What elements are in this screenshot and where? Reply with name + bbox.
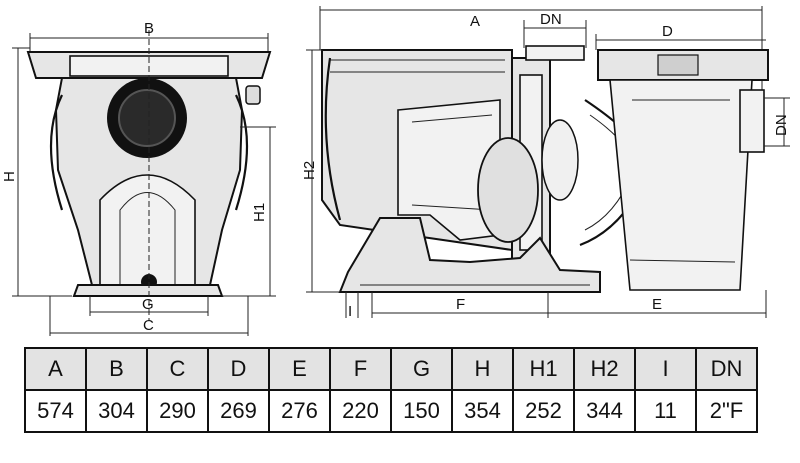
header-cell-h2: H2 [573,347,636,391]
header-cell-d: D [207,347,270,391]
value-cell-c: 290 [146,389,209,433]
label-g: G [142,296,154,313]
label-f: F [456,296,465,313]
header-cell-e: E [268,347,331,391]
header-cell-b: B [85,347,148,391]
label-a: A [470,13,480,30]
value-cell-d: 269 [207,389,270,433]
header-cell-a: A [24,347,87,391]
dimensions-table: A B C D E F G H H1 H2 I DN 574 304 290 2… [24,347,758,433]
header-cell-dn: DN [695,347,758,391]
value-cell-dn: 2"F [695,389,758,433]
header-cell-i: I [634,347,697,391]
value-cell-h2: 344 [573,389,636,433]
label-dn-top: DN [540,11,562,28]
value-cell-h1: 252 [512,389,575,433]
header-cell-g: G [390,347,453,391]
value-cell-f: 220 [329,389,392,433]
label-b: B [144,20,154,37]
header-cell-c: C [146,347,209,391]
label-c: C [143,317,154,334]
label-e: E [652,296,662,313]
label-i: I [348,303,352,320]
side-view [306,6,790,318]
header-cell-h: H [451,347,514,391]
value-cell-e: 276 [268,389,331,433]
label-dn-side: DN [773,114,790,136]
table-value-row: 574 304 290 269 276 220 150 354 252 344 … [24,389,758,433]
pump-technical-drawing: B H H1 G C A DN D DN H2 F E I [1,6,790,336]
header-cell-f: F [329,347,392,391]
value-cell-b: 304 [85,389,148,433]
table-header-row: A B C D E F G H H1 H2 I DN [24,347,758,391]
label-d: D [662,23,673,40]
label-h1: H1 [251,203,268,222]
value-cell-g: 150 [390,389,453,433]
label-h: H [1,171,18,182]
value-cell-h: 354 [451,389,514,433]
front-view [12,30,276,336]
label-h2: H2 [301,161,318,180]
header-cell-h1: H1 [512,347,575,391]
value-cell-i: 11 [634,389,697,433]
value-cell-a: 574 [24,389,87,433]
